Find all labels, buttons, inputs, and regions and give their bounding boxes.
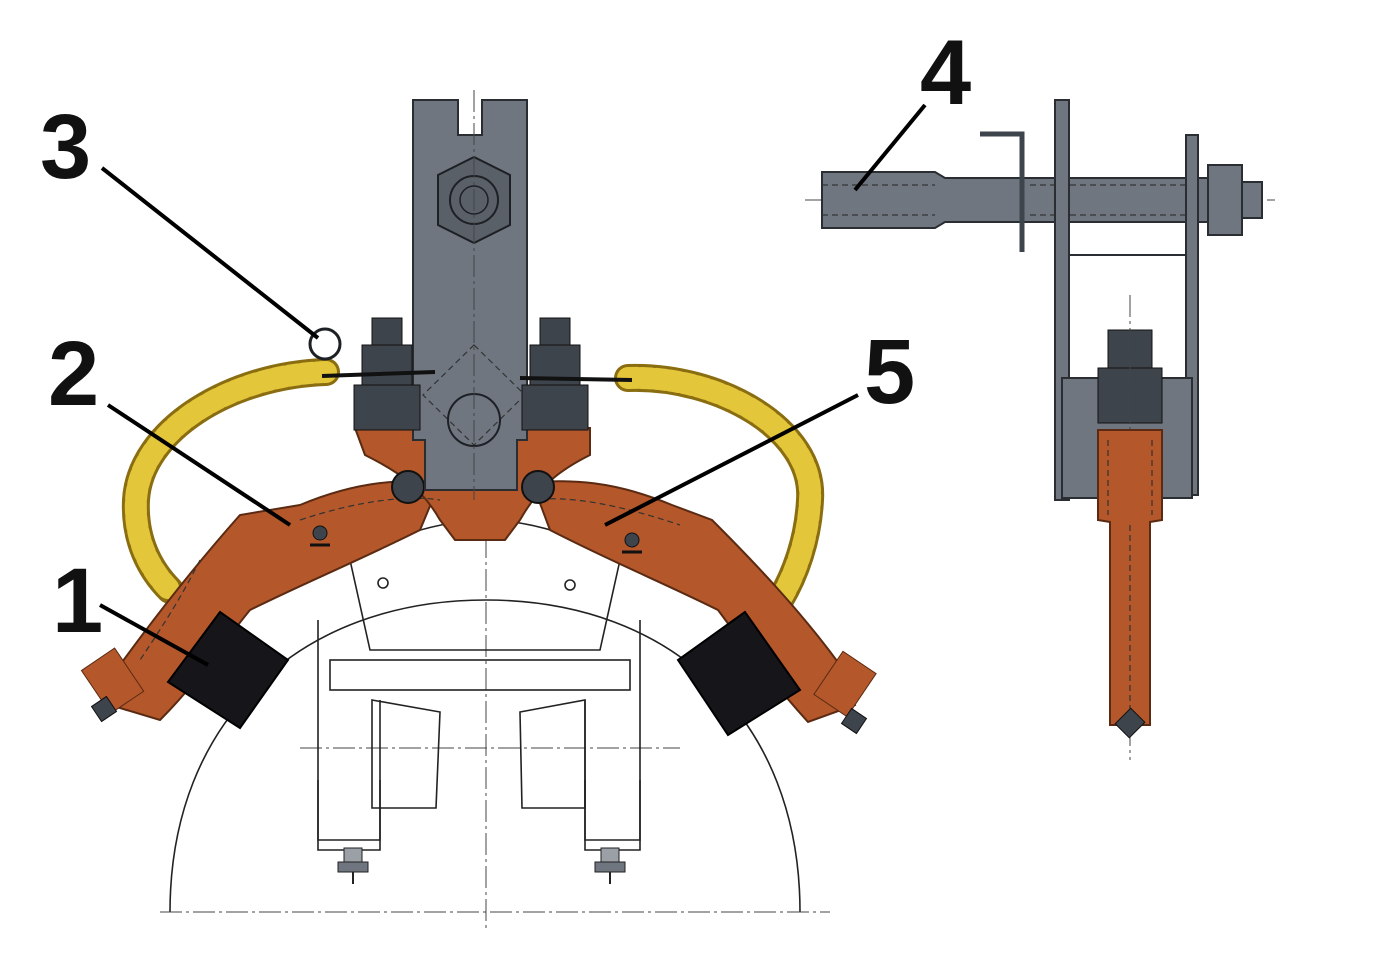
right-lower-arm [584,780,641,841]
callout-number-1: 1 [52,550,103,652]
left-wing-nut [310,525,330,547]
right-wing-nut [622,532,642,554]
right-braid-shunt-fill [617,366,822,611]
right-insulator [676,610,802,737]
channel-beam [329,659,631,691]
side-cotter-hook [980,131,1025,252]
callout-number-2: 2 [48,323,99,425]
right-clamp-bolt-stack [521,317,589,431]
bottom-right-bolt [594,847,626,884]
right-pivot-bolt [521,470,555,504]
rail-head-outline [169,599,801,913]
callout-number-3: 3 [40,96,91,198]
inner-right-foot [519,699,586,809]
inner-left-foot [371,699,441,809]
right-shunt-terminal [519,376,633,382]
left-braid-shunt-fill [124,361,337,601]
callout-number-5: 5 [864,321,915,423]
leader-line-2 [106,403,292,527]
left-pivot-bolt [391,470,425,504]
leader-line-5 [604,393,859,527]
leader-line-3 [100,166,320,340]
callout-number-4: 4 [920,22,971,124]
left-clamp-bolt-stack [353,317,421,431]
channel-right-bracket [584,620,641,851]
steel-holder-bar [412,90,528,500]
bottom-left-bolt [337,847,369,884]
hanger-hole-left [377,577,389,589]
hanger-hole-right [564,579,576,591]
left-lower-arm [317,780,381,841]
right-shoe-bolt [813,650,877,735]
leader-line-4 [853,103,927,192]
left-shoe-bolt [80,647,145,723]
cotter-ring [308,327,342,361]
side-pin-nut [1207,164,1243,236]
leader-line-1 [99,603,209,667]
left-shunt-terminal [321,370,436,378]
side-view [805,99,1275,760]
channel-left-bracket [317,620,381,851]
left-insulator [166,610,290,730]
